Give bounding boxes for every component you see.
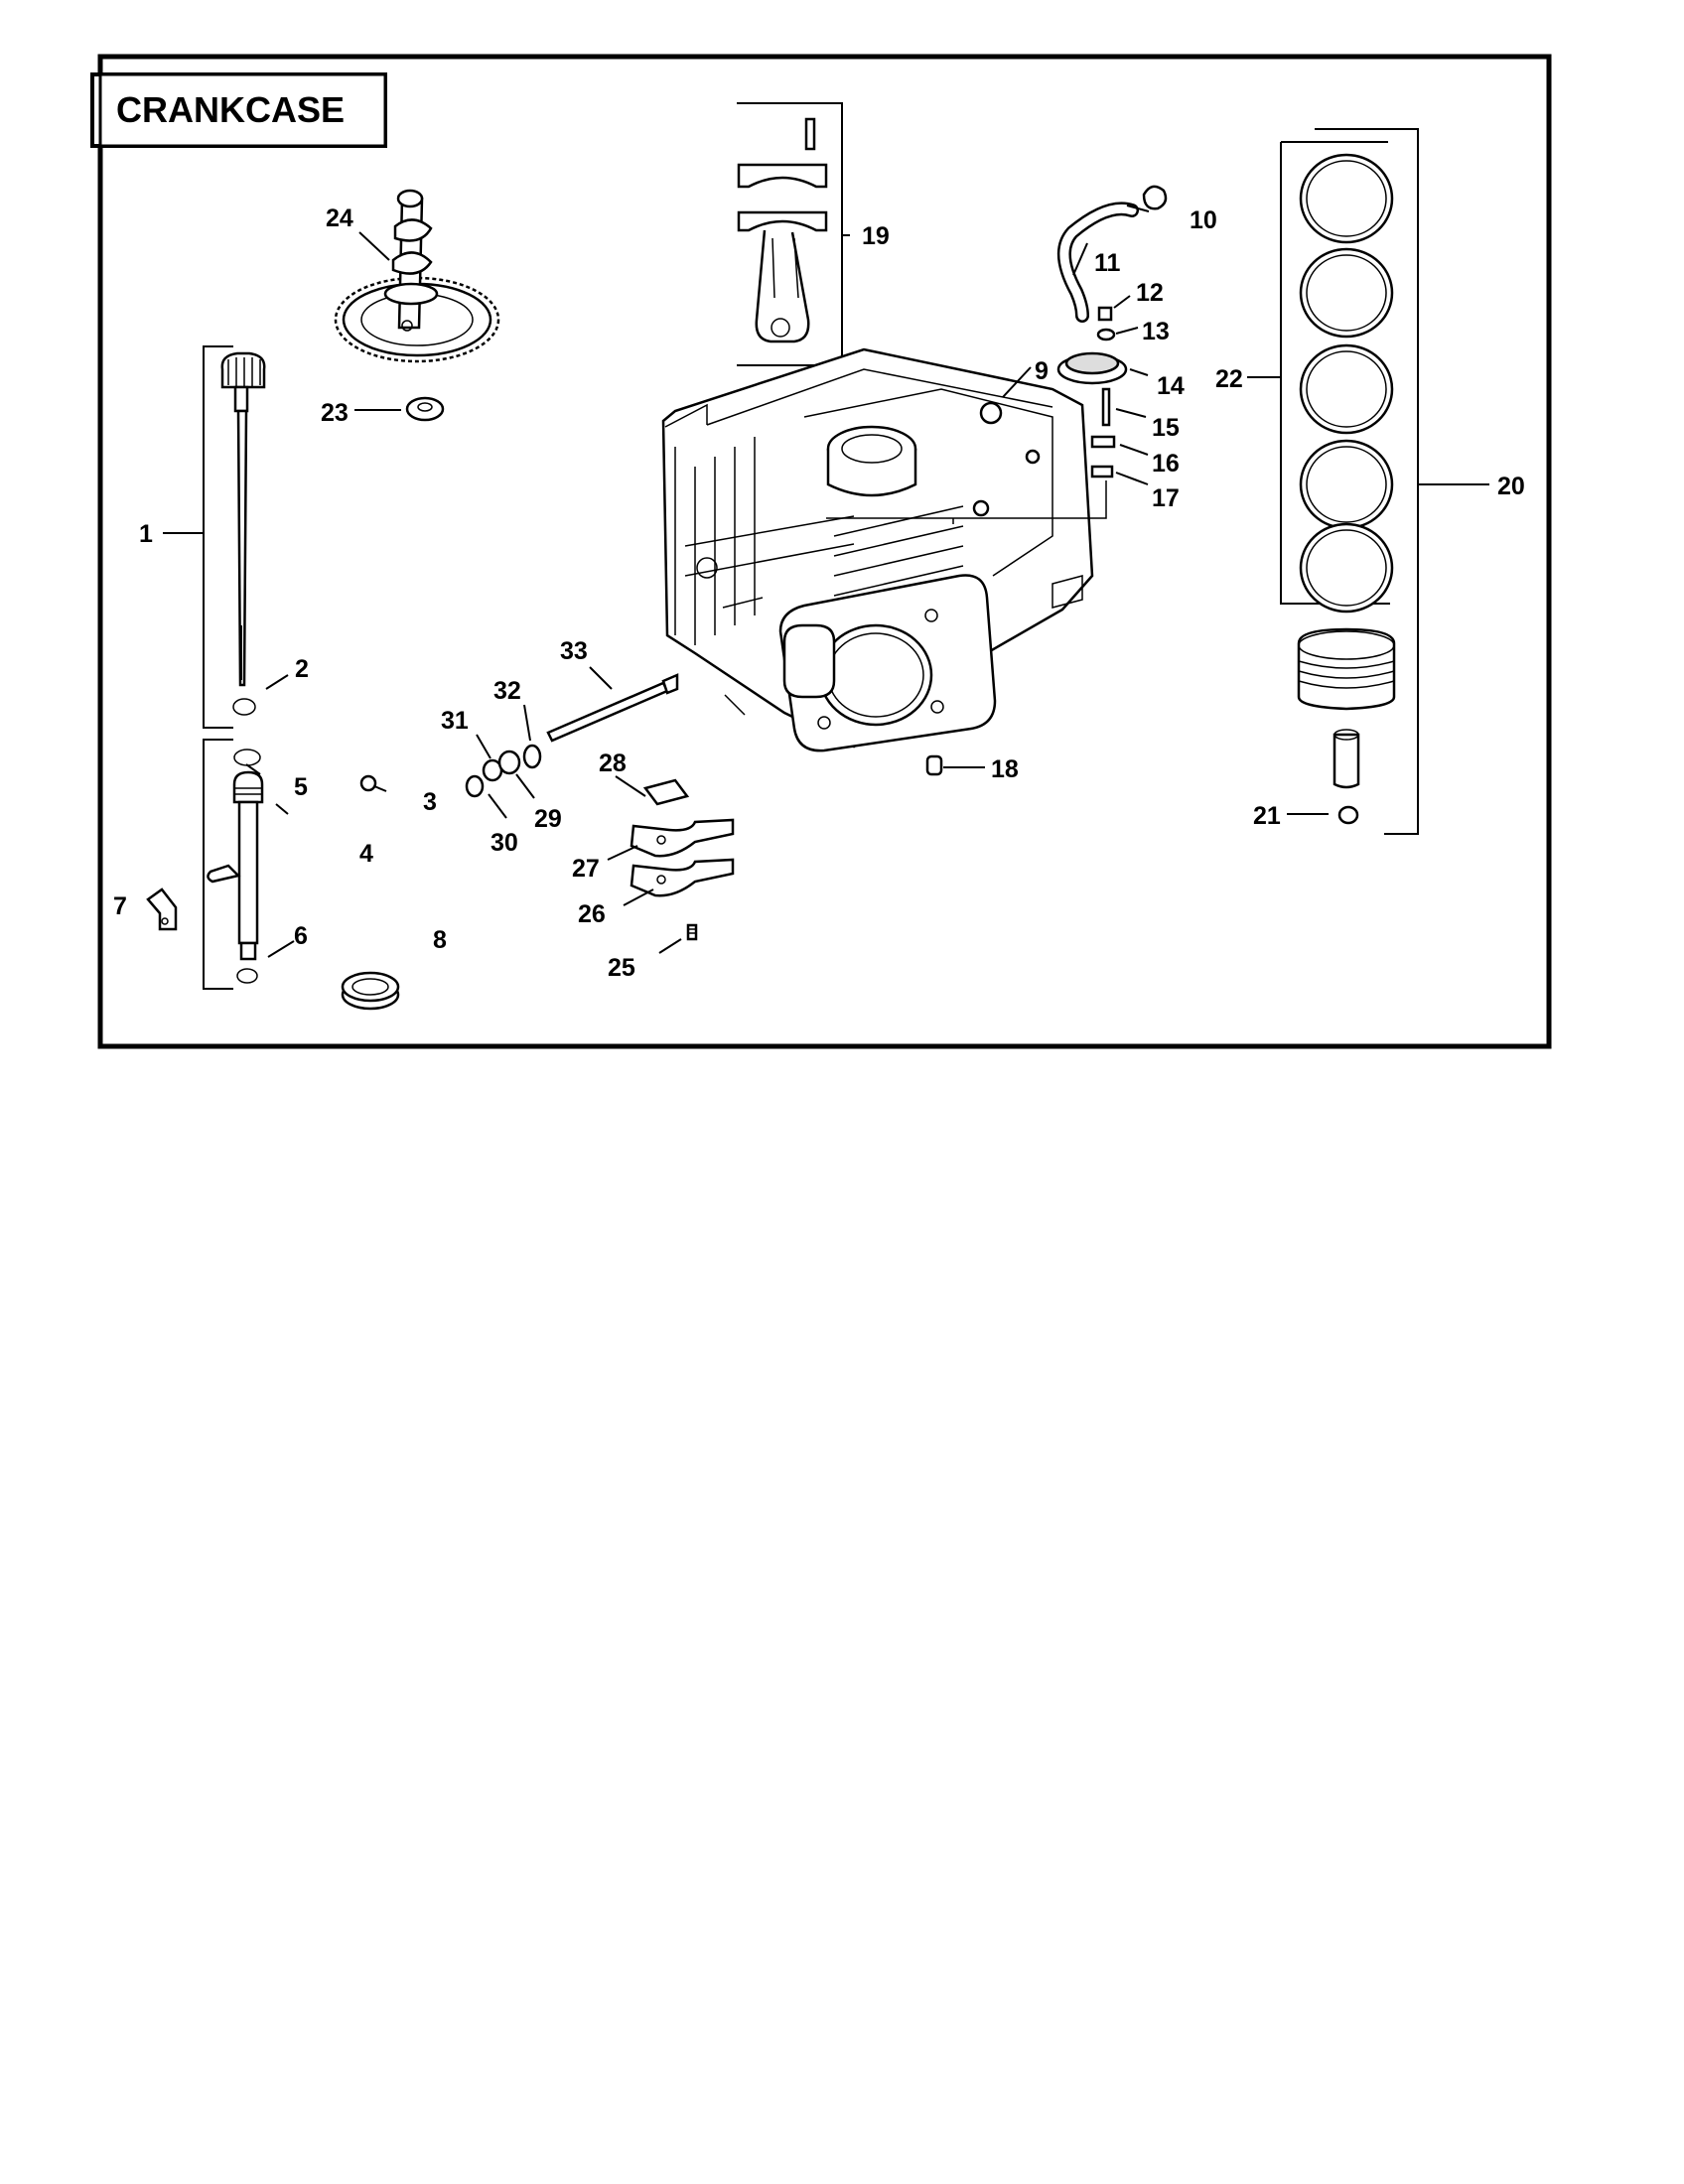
part-8-seal xyxy=(341,971,400,1011)
part-22-piston-rings xyxy=(1299,153,1394,614)
callout-4: 4 xyxy=(359,840,373,868)
callout-5: 5 xyxy=(294,773,308,801)
part-20-piston xyxy=(1297,627,1396,789)
diagram-frame xyxy=(97,54,1552,1049)
part-16-reed xyxy=(1090,435,1116,449)
part-10-hose-clamp xyxy=(1142,185,1168,210)
callout-21: 21 xyxy=(1253,802,1281,830)
part-2-o-ring xyxy=(232,698,256,716)
callout-26: 26 xyxy=(578,900,606,928)
callout-14: 14 xyxy=(1157,372,1185,400)
callout-17: 17 xyxy=(1152,484,1180,512)
callout-7: 7 xyxy=(113,892,127,920)
part-9-crankcase-block xyxy=(661,347,1094,752)
part-25-screw xyxy=(686,923,698,941)
callout-20: 20 xyxy=(1497,473,1525,500)
part-24-camshaft-gear xyxy=(334,189,500,363)
callout-33: 33 xyxy=(560,637,588,665)
part-33-governor-shaft xyxy=(546,673,679,743)
part-17-retainer xyxy=(826,465,1114,524)
leader-lines xyxy=(163,205,1489,958)
callout-31: 31 xyxy=(441,707,469,735)
callout-25: 25 xyxy=(608,954,635,982)
part-1-dipstick xyxy=(203,345,266,729)
callout-6: 6 xyxy=(294,922,308,950)
part-32-washer xyxy=(522,744,542,769)
callout-11: 11 xyxy=(1094,249,1121,277)
title-box: CRANKCASE xyxy=(90,72,387,148)
callout-1: 1 xyxy=(139,520,153,548)
part-12-nut xyxy=(1097,306,1113,322)
callout-labels: 1 2 3 4 5 6 7 8 9 10 11 12 13 14 15 16 1… xyxy=(113,205,1525,982)
part-14-breather-cover xyxy=(1056,351,1128,385)
part-18-dowel xyxy=(925,754,943,776)
part-13-washer xyxy=(1096,328,1116,341)
part-26-plate xyxy=(630,858,735,897)
part-27-plate xyxy=(630,818,735,858)
callout-3: 3 xyxy=(423,788,437,816)
callout-10: 10 xyxy=(1190,206,1217,234)
part-21-piston-pin-clip xyxy=(1337,805,1359,825)
callout-15: 15 xyxy=(1152,414,1180,442)
callout-12: 12 xyxy=(1136,279,1164,307)
part-15-stud xyxy=(1101,387,1111,427)
callout-27: 27 xyxy=(572,855,600,883)
callout-24: 24 xyxy=(326,205,353,232)
callout-30: 30 xyxy=(491,829,518,857)
part-19-connecting-rod xyxy=(737,102,843,366)
callout-22: 22 xyxy=(1215,365,1243,393)
part-7-bracket xyxy=(146,887,178,931)
callout-18: 18 xyxy=(991,755,1019,783)
callout-32: 32 xyxy=(493,677,521,705)
part-30-washer xyxy=(465,774,485,798)
part-3-screw xyxy=(359,774,387,792)
part-29-washer xyxy=(497,750,521,775)
callout-23: 23 xyxy=(321,399,349,427)
callout-29: 29 xyxy=(534,805,562,833)
callout-16: 16 xyxy=(1152,450,1180,478)
part-23-washer xyxy=(405,396,445,422)
part-28-block xyxy=(642,778,690,806)
callout-28: 28 xyxy=(599,750,627,777)
part-4-fill-tube xyxy=(203,739,264,990)
callout-2: 2 xyxy=(295,655,309,683)
diagram-title: CRANKCASE xyxy=(116,89,345,130)
callout-8: 8 xyxy=(433,926,447,954)
part-11-breather-hose xyxy=(1056,202,1139,323)
callout-19: 19 xyxy=(862,222,890,250)
callout-9: 9 xyxy=(1035,357,1049,385)
callout-13: 13 xyxy=(1142,318,1170,345)
